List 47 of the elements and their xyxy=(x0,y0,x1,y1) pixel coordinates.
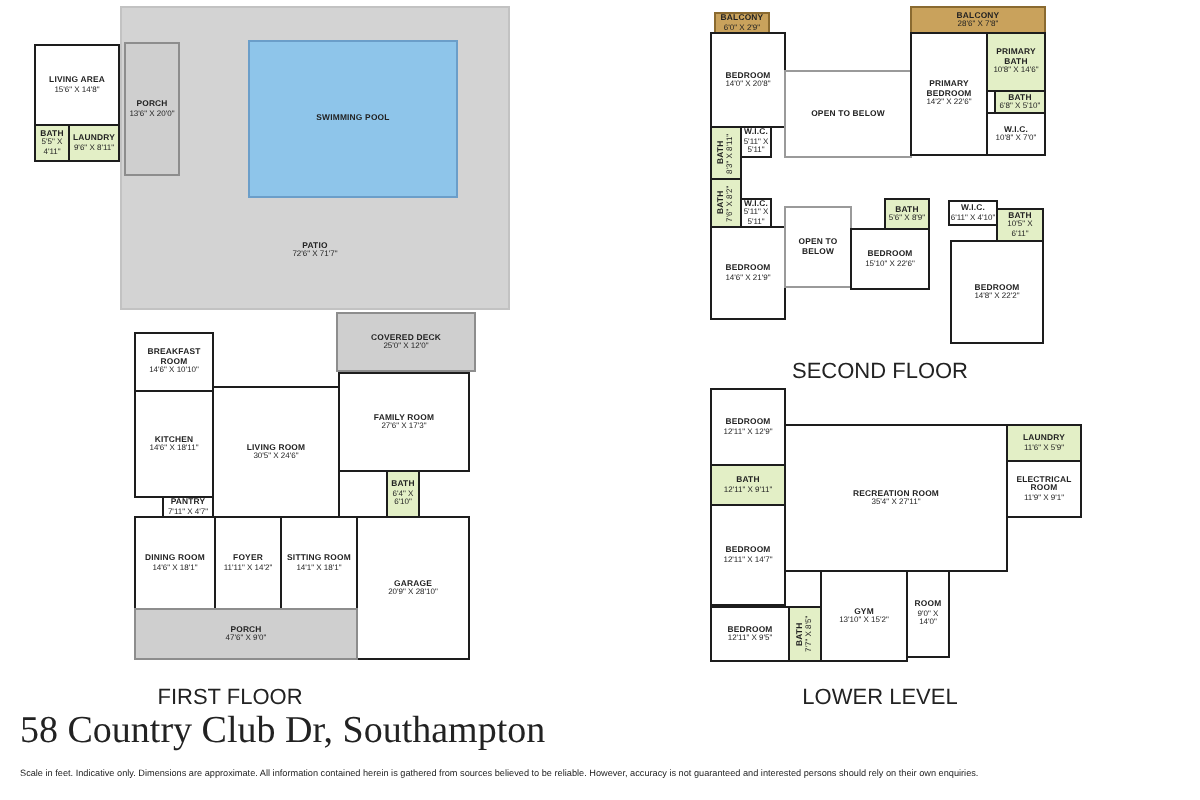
room xyxy=(906,570,950,658)
balcony xyxy=(910,6,1046,34)
room xyxy=(740,126,772,158)
room xyxy=(34,44,120,126)
bathroom xyxy=(34,124,70,162)
room xyxy=(710,226,786,320)
room xyxy=(948,200,998,226)
bathroom xyxy=(710,464,786,506)
room xyxy=(740,198,772,228)
room xyxy=(710,606,790,662)
room xyxy=(162,496,214,518)
room xyxy=(1006,460,1082,518)
open-space xyxy=(784,206,852,288)
room xyxy=(820,570,908,662)
porch-area xyxy=(336,312,476,372)
open-space xyxy=(784,70,912,158)
bathroom xyxy=(386,470,420,518)
address-title: 58 Country Club Dr, Southampton xyxy=(20,710,546,754)
bathroom xyxy=(710,178,742,228)
floor-label: LOWER LEVEL xyxy=(802,686,958,710)
patio-area xyxy=(120,6,510,310)
bathroom xyxy=(994,90,1046,114)
room xyxy=(950,240,1044,344)
porch-area xyxy=(124,42,180,176)
porch-area xyxy=(134,608,358,660)
room xyxy=(986,112,1046,156)
floor-label: FIRST FLOOR xyxy=(157,686,303,710)
bathroom xyxy=(68,124,120,162)
bathroom xyxy=(996,208,1044,242)
room xyxy=(212,386,340,518)
room xyxy=(710,388,786,466)
bathroom xyxy=(884,198,930,230)
room xyxy=(784,424,1008,572)
bathroom xyxy=(1006,424,1082,462)
room xyxy=(850,228,930,290)
bathroom xyxy=(986,32,1046,92)
room xyxy=(710,32,786,128)
room xyxy=(910,32,988,156)
floor-label: SECOND FLOOR xyxy=(792,360,968,384)
room xyxy=(710,504,786,606)
bathroom xyxy=(710,126,742,180)
room xyxy=(356,516,470,660)
room xyxy=(134,332,214,392)
swimming-pool xyxy=(248,40,458,198)
room xyxy=(338,372,470,472)
bathroom xyxy=(788,606,822,662)
balcony xyxy=(714,12,770,34)
